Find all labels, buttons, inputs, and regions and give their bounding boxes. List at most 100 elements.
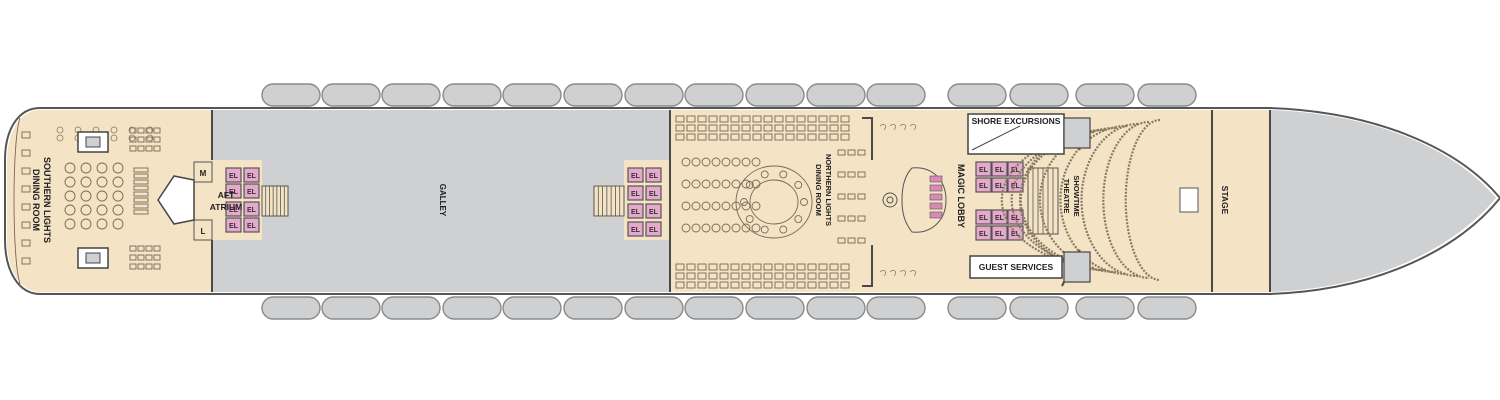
seat [110, 134, 118, 142]
bar-counter [929, 202, 943, 210]
table [708, 272, 718, 280]
elevator-label: EL [995, 215, 1005, 222]
table [857, 215, 866, 222]
elevator-label: EL [631, 227, 641, 234]
table [840, 281, 850, 289]
table [763, 272, 773, 280]
table [847, 215, 856, 222]
round-table [80, 218, 92, 230]
round-table [741, 223, 751, 233]
table [857, 171, 866, 178]
northern-lights-line1: NORTHERN LIGHTS [824, 154, 833, 226]
table [785, 115, 795, 123]
table [133, 203, 149, 209]
table [697, 124, 707, 132]
table [857, 149, 866, 156]
table [730, 272, 740, 280]
seat [128, 126, 136, 134]
table [752, 115, 762, 123]
table [129, 136, 137, 143]
elevator-label: EL [979, 183, 989, 190]
round-table [691, 201, 701, 211]
round-table [711, 157, 721, 167]
seat-row [1080, 122, 1139, 278]
round-table [691, 179, 701, 189]
table [133, 191, 149, 197]
southern-lights-label: SOUTHERN LIGHTS DINING ROOM [31, 157, 52, 243]
table [796, 115, 806, 123]
lifeboat [261, 296, 321, 320]
table [133, 197, 149, 203]
round-table [779, 170, 788, 179]
table [829, 133, 839, 141]
table [137, 145, 145, 152]
round-table [751, 223, 761, 233]
table [752, 124, 762, 132]
lifeboat [684, 296, 744, 320]
table [829, 115, 839, 123]
elevator-label: EL [995, 167, 1005, 174]
table [818, 115, 828, 123]
stage-label: STAGE [1220, 186, 1230, 215]
round-table [741, 179, 751, 189]
table [675, 124, 685, 132]
round-table [64, 162, 76, 174]
seat [146, 126, 154, 134]
southern-lights-line1: SOUTHERN LIGHTS [42, 157, 52, 243]
elevator-label: EL [649, 209, 659, 216]
table [708, 263, 718, 271]
shore-excursions-desk [967, 113, 1091, 155]
elevator-label: EL [247, 223, 257, 230]
round-table [64, 176, 76, 188]
lifeboat [442, 296, 502, 320]
table [145, 245, 153, 252]
elevator-label: EL [979, 231, 989, 238]
ladies-restroom-label: L [201, 227, 206, 236]
lifeboat [381, 296, 441, 320]
lifeboat [624, 296, 684, 320]
table [697, 281, 707, 289]
table [763, 115, 773, 123]
elevator-label: EL [1011, 183, 1021, 190]
table [837, 193, 846, 200]
round-table [691, 223, 701, 233]
round-table [64, 204, 76, 216]
table [837, 171, 846, 178]
table [133, 185, 149, 191]
round-table [691, 157, 701, 167]
table [807, 124, 817, 132]
table [763, 124, 773, 132]
table [796, 124, 806, 132]
elevator: EL [627, 167, 644, 183]
table [774, 124, 784, 132]
round-table [721, 157, 731, 167]
round-table [112, 218, 124, 230]
table [807, 263, 817, 271]
guest-services-desk [969, 251, 1091, 283]
table [807, 133, 817, 141]
round-table [681, 223, 691, 233]
aft-atrium-line2: ATRIUM [210, 202, 242, 212]
elevator: EL [627, 185, 644, 201]
table [153, 145, 161, 152]
elevator-label: EL [995, 231, 1005, 238]
lifeboat [502, 83, 562, 107]
elevator-label: EL [229, 207, 239, 214]
round-table [794, 215, 803, 223]
round-table [96, 176, 108, 188]
elevator: EL [243, 183, 260, 199]
table [785, 124, 795, 132]
elevator: EL [225, 183, 242, 199]
magic-lobby-bar [882, 167, 947, 233]
round-table [64, 218, 76, 230]
lifeboat [442, 83, 502, 107]
elevator-label: EL [229, 189, 239, 196]
table [840, 115, 850, 123]
lobby-stairs [1027, 167, 1059, 235]
shore-excursions-label: SHORE EXCURSIONS [972, 116, 1061, 126]
round-table [760, 170, 769, 179]
round-table [794, 181, 803, 189]
round-table [681, 201, 691, 211]
round-table [711, 201, 721, 211]
